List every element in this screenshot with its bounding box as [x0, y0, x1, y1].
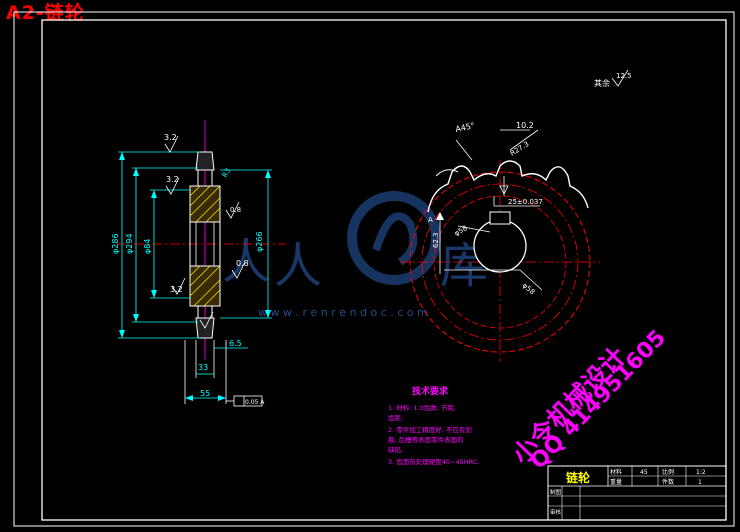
dim-hub: φ84	[143, 239, 152, 254]
label-weight: 重量	[610, 478, 622, 486]
label-material: 材料	[610, 468, 622, 476]
tech-item-3: 2. 零件加工精度好, 不应有划	[388, 425, 472, 434]
roughness-right: 0.8	[236, 259, 249, 268]
tech-item-4: 痕, 齿槽等表面零件表面的	[388, 435, 464, 444]
roughness-mid: 3.2	[166, 175, 179, 184]
right-front-view: A45° 10.2 R27.3 25±0.037 φ58 62.3 A φ58 …	[400, 69, 632, 362]
dim-angle: A45°	[455, 121, 476, 134]
dim-bore: φ58	[453, 224, 469, 238]
watermark-char-1: 人	[222, 234, 270, 290]
label-scale: 比例	[662, 468, 674, 476]
dim-diag: φ58	[521, 281, 537, 296]
note-rest: 其余	[594, 78, 610, 88]
roughness-bottom: 3.2	[170, 285, 183, 294]
dim-pitch: φ294	[125, 233, 134, 254]
label-count: 件数	[662, 478, 674, 486]
roughness-top: 3.2	[164, 133, 177, 142]
page-title: A2-链轮	[6, 2, 85, 24]
value-material: 45	[640, 469, 648, 476]
part-name: 链轮	[566, 470, 591, 485]
watermark-logo	[347, 191, 441, 285]
chamfer-top: R3	[221, 167, 233, 179]
dim-width-small: 6.5	[229, 339, 242, 348]
roughness-face: 0.8	[230, 206, 241, 214]
tolerance-box: 0.05 A	[245, 399, 265, 406]
dim-tooth: 10.2	[516, 121, 534, 130]
tech-item-6: 3. 齿面热处理硬度40~45HRC.	[388, 457, 479, 466]
dim-right: φ266	[255, 231, 264, 252]
label-drawn: 制图	[550, 488, 562, 496]
dim-key: 25±0.037	[508, 198, 543, 206]
tech-item-5: 缺陷,	[388, 445, 403, 454]
outer-frame	[13, 11, 735, 527]
inner-frame	[41, 19, 727, 521]
note-rest-value: 12.5	[616, 72, 632, 80]
label-checked: 审核	[550, 508, 562, 516]
value-count: 1	[698, 479, 702, 486]
watermark-char-2: 人	[274, 238, 322, 294]
left-section-view: φ286 φ294 φ84 φ266 6.5 33 55 R3 3.2 3.2 …	[111, 120, 286, 407]
dim-depth: 62.3	[432, 232, 440, 248]
dim-outer: φ286	[111, 233, 120, 254]
tech-item-2: 齿距,	[388, 414, 403, 422]
watermark-site: w w w . r e n r e n d o c . c o m	[258, 306, 428, 319]
dim-total: 55	[200, 389, 210, 398]
title-block: 链轮 材料 45 比例 1:2 重量 件数 1 制图 审核	[547, 465, 727, 521]
tech-title: 技术要求	[412, 385, 449, 397]
dim-hub-length: 33	[198, 363, 208, 372]
value-scale: 1:2	[696, 469, 706, 476]
dim-left: A	[428, 216, 433, 224]
tech-requirements: 技术要求 1. 材料: 1.0齿数, 节距, 齿距, 2. 零件加工精度好, 不…	[388, 385, 479, 466]
tech-item-1: 1. 材料: 1.0齿数, 节距,	[388, 403, 456, 412]
